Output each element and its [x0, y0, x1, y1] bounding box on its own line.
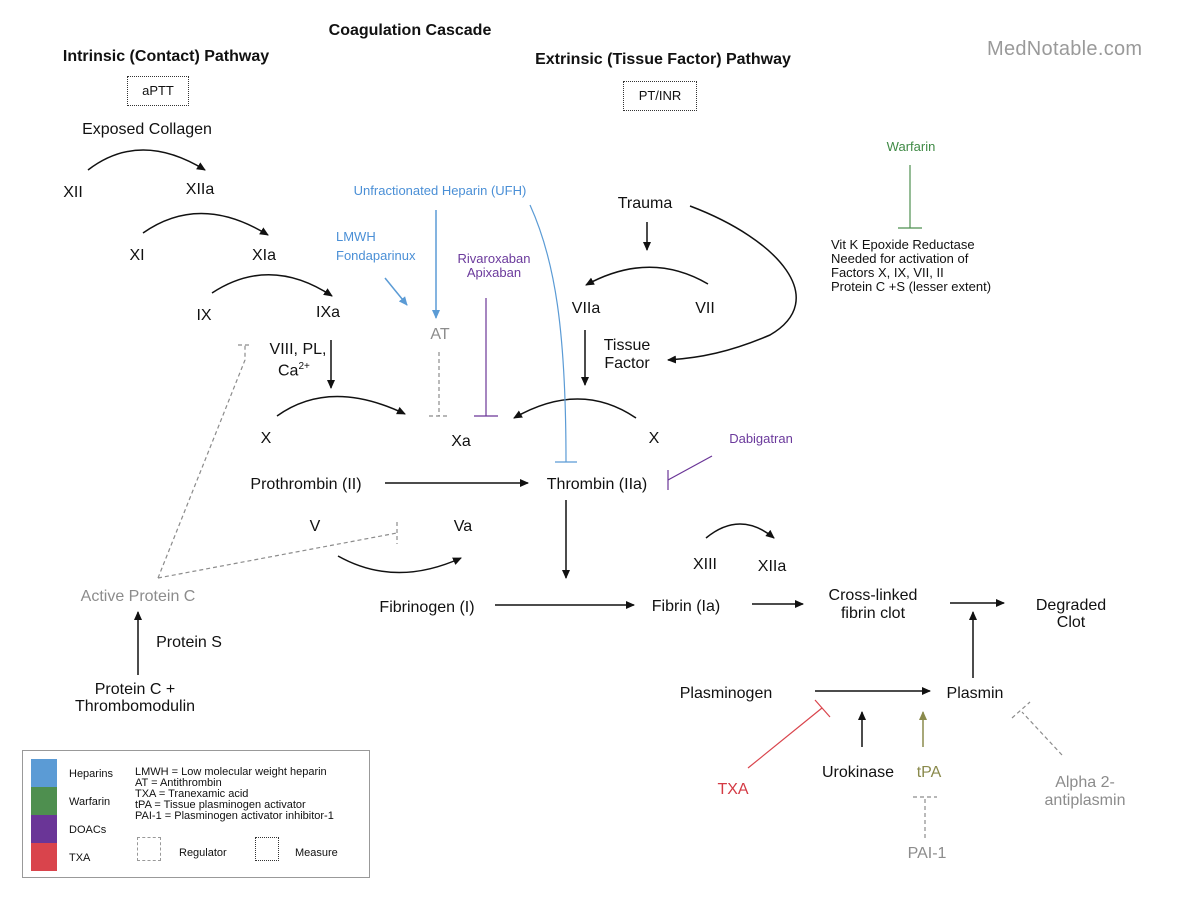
- curve-trauma-to-tissue-factor: [667, 205, 797, 364]
- lmwh-label-line1: LMWH: [336, 229, 376, 244]
- alpha2-line1: Alpha 2-: [1055, 774, 1115, 791]
- trauma: Trauma: [617, 195, 673, 212]
- legend-def-at: AT = Antithrombin: [135, 777, 222, 789]
- inhibit-ufh-to-thrombin: [529, 204, 567, 463]
- legend-measure-label: Measure: [295, 847, 338, 859]
- intrinsic-pathway-title: Intrinsic (Contact) Pathway: [62, 48, 270, 65]
- txa-label: TXA: [717, 781, 749, 798]
- tissue-factor-line1: Tissue: [603, 337, 651, 354]
- factor-x-intrinsic: X: [260, 430, 272, 447]
- prothrombin: Prothrombin (II): [250, 476, 362, 493]
- factor-va: Va: [453, 518, 473, 535]
- tissue-factor-line2: Factor: [604, 355, 650, 372]
- cofactors-label: VIII, PL,: [269, 341, 327, 358]
- arc-x-to-xa-extrinsic: [513, 398, 637, 419]
- fibrin: Fibrin (Ia): [651, 598, 721, 615]
- legend-label-doacs: DOACs: [69, 824, 107, 836]
- protein-c-source-line1: Protein C +: [94, 681, 176, 698]
- rivaroxaban-label: Rivaroxaban: [457, 251, 531, 266]
- arc-x-to-xa-intrinsic: [276, 395, 406, 417]
- degraded-clot-line1: Degraded: [1035, 597, 1107, 614]
- watermark: MedNotable.com: [987, 38, 1143, 60]
- legend-swatch-warfarin: [31, 787, 57, 815]
- factor-xiii: XIII: [692, 556, 718, 573]
- factor-ixa: IXa: [315, 304, 341, 321]
- warfarin-note-line3: Factors X, IX, VII, II: [831, 265, 944, 280]
- arc-vii-to-viia: [585, 266, 709, 286]
- dabigatran-label: Dabigatran: [729, 431, 793, 446]
- protein-c-source-line2: Thrombomodulin: [74, 698, 196, 715]
- factor-v: V: [309, 518, 321, 535]
- legend-def-tpa: tPA = Tissue plasminogen activator: [135, 799, 306, 811]
- factor-vii: VII: [695, 300, 715, 317]
- legend-def-txa: TXA = Tranexamic acid: [135, 788, 249, 800]
- warfarin-note-line2: Needed for activation of: [831, 251, 969, 266]
- ufh-label: Unfractionated Heparin (UFH): [353, 183, 527, 198]
- inhibit-alpha2-to-plasmin: [1021, 711, 1063, 756]
- legend-measure-icon: [255, 837, 279, 861]
- legend-def-lmwh: LMWH = Low molecular weight heparin: [135, 766, 327, 778]
- warfarin-label: Warfarin: [886, 139, 936, 154]
- factor-xiia: XIIa: [185, 181, 215, 198]
- legend-swatch-heparins: [31, 759, 57, 787]
- cofactors-calcium: Ca2+: [278, 361, 310, 380]
- warfarin-note-line1: Vit K Epoxide Reductase: [831, 237, 975, 252]
- urokinase: Urokinase: [821, 764, 895, 781]
- legend-label-heparins: Heparins: [69, 768, 114, 780]
- factor-x-extrinsic: X: [648, 430, 660, 447]
- diagram-title: Coagulation Cascade: [328, 22, 492, 39]
- thrombin: Thrombin (IIa): [546, 476, 648, 493]
- antithrombin-label: AT: [430, 326, 450, 343]
- apixaban-label: Apixaban: [466, 265, 522, 280]
- legend-label-txa: TXA: [69, 852, 91, 864]
- alpha2-line2: antiplasmin: [1044, 792, 1126, 809]
- tpa-label: tPA: [916, 764, 942, 781]
- regulator-apc-to-cofactors: [157, 345, 246, 579]
- pai1-label: PAI-1: [907, 845, 947, 862]
- measure-pt-inr: PT/INR: [623, 81, 697, 111]
- exposed-collagen: Exposed Collagen: [82, 121, 212, 138]
- legend-def-pai1: PAI-1 = Plasminogen activator inhibitor-…: [135, 810, 334, 822]
- legend-regulator-label: Regulator: [179, 847, 227, 859]
- legend-label-warfarin: Warfarin: [69, 796, 111, 808]
- active-protein-c: Active Protein C: [80, 588, 196, 605]
- inhibit-txa-to-plasminogen: [747, 707, 823, 769]
- crosslinked-clot-line1: Cross-linked: [828, 587, 918, 604]
- arc-xiii-to-xiiia: [705, 523, 775, 539]
- warfarin-note-line4: Protein C +S (lesser extent): [831, 279, 992, 294]
- inhibit-dabigatran-to-thrombin: [667, 455, 713, 481]
- factor-viia: VIIa: [571, 300, 601, 317]
- arc-v-to-va: [337, 555, 462, 574]
- degraded-clot-line2: Clot: [1056, 614, 1086, 631]
- factor-xiiia: XIIa: [757, 558, 787, 575]
- arrow-lmwh-to-at: [384, 277, 408, 306]
- arc-xi-to-xia: [142, 212, 269, 236]
- legend: Heparins Warfarin DOACs TXA LMWH = Low m…: [22, 750, 370, 878]
- legend-regulator-icon: [137, 837, 161, 861]
- fibrinogen: Fibrinogen (I): [379, 599, 475, 616]
- factor-xii: XII: [63, 184, 83, 201]
- lmwh-label-line2: Fondaparinux: [336, 248, 416, 263]
- extrinsic-pathway-title: Extrinsic (Tissue Factor) Pathway: [535, 51, 791, 68]
- arc-xii-to-xiia: [87, 149, 206, 171]
- regulator-apc-to-va: [157, 532, 398, 579]
- factor-xa: Xa: [451, 433, 471, 450]
- crosslinked-clot-line2: fibrin clot: [840, 605, 906, 622]
- protein-s: Protein S: [156, 634, 222, 651]
- plasmin: Plasmin: [946, 685, 1004, 702]
- factor-xi: XI: [129, 247, 145, 264]
- legend-swatch-doacs: [31, 815, 57, 843]
- factor-ix: IX: [196, 307, 212, 324]
- measure-aptt: aPTT: [127, 76, 189, 106]
- plasminogen: Plasminogen: [679, 685, 773, 702]
- arc-ix-to-ixa: [211, 274, 333, 297]
- legend-swatch-txa: [31, 843, 57, 871]
- factor-xia: XIa: [251, 247, 277, 264]
